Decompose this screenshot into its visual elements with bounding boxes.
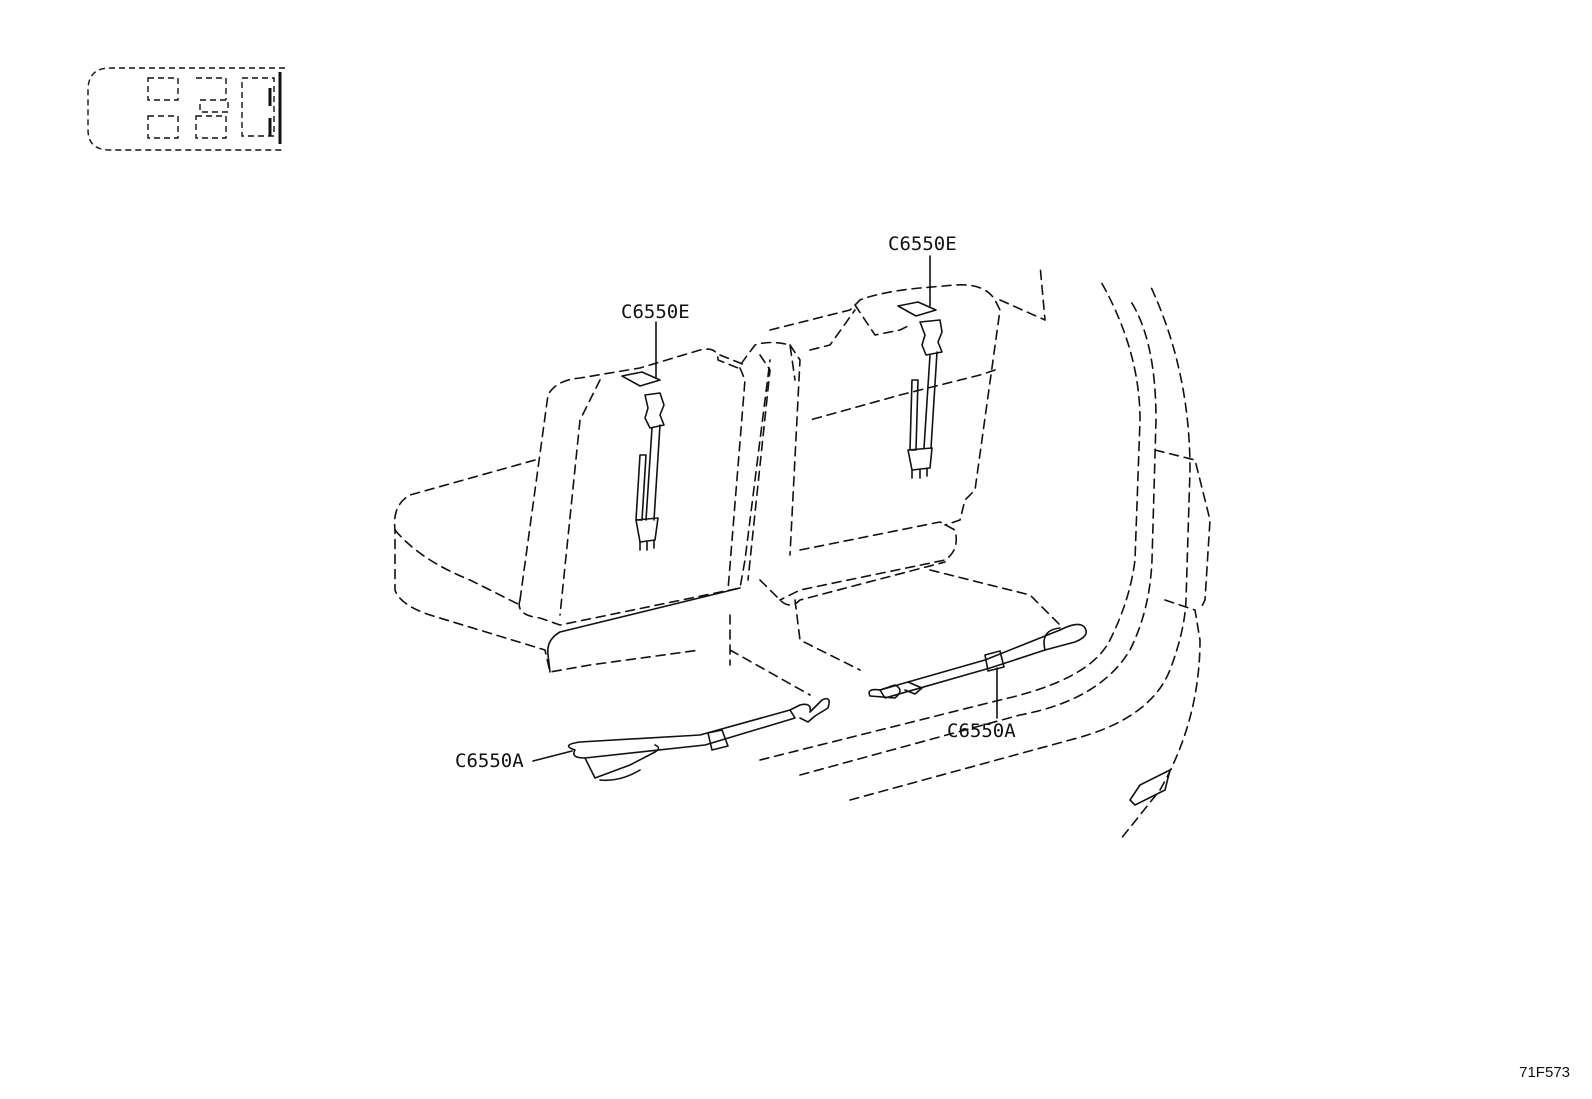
seatback-left xyxy=(518,341,801,626)
callout-lower-left: C6550A xyxy=(455,750,524,772)
cargo-floor xyxy=(729,279,1211,841)
vehicle-seat-layout-icon xyxy=(87,67,285,151)
tether-strap-upper-right xyxy=(897,301,943,479)
cargo-strap-lower-left xyxy=(567,697,830,782)
tether-strap-upper-left xyxy=(621,371,665,551)
diagram-reference-code: 71F573 xyxy=(1519,1064,1570,1081)
callout-upper-right: C6550E xyxy=(888,233,957,255)
callout-lower-right: C6550A xyxy=(947,720,1016,742)
seat-cushion-left xyxy=(393,459,741,673)
seatback-right xyxy=(759,264,1046,606)
leader-lines xyxy=(532,255,998,762)
callout-upper-left: C6550E xyxy=(621,301,690,323)
cargo-strap-lower-right xyxy=(868,623,1088,699)
